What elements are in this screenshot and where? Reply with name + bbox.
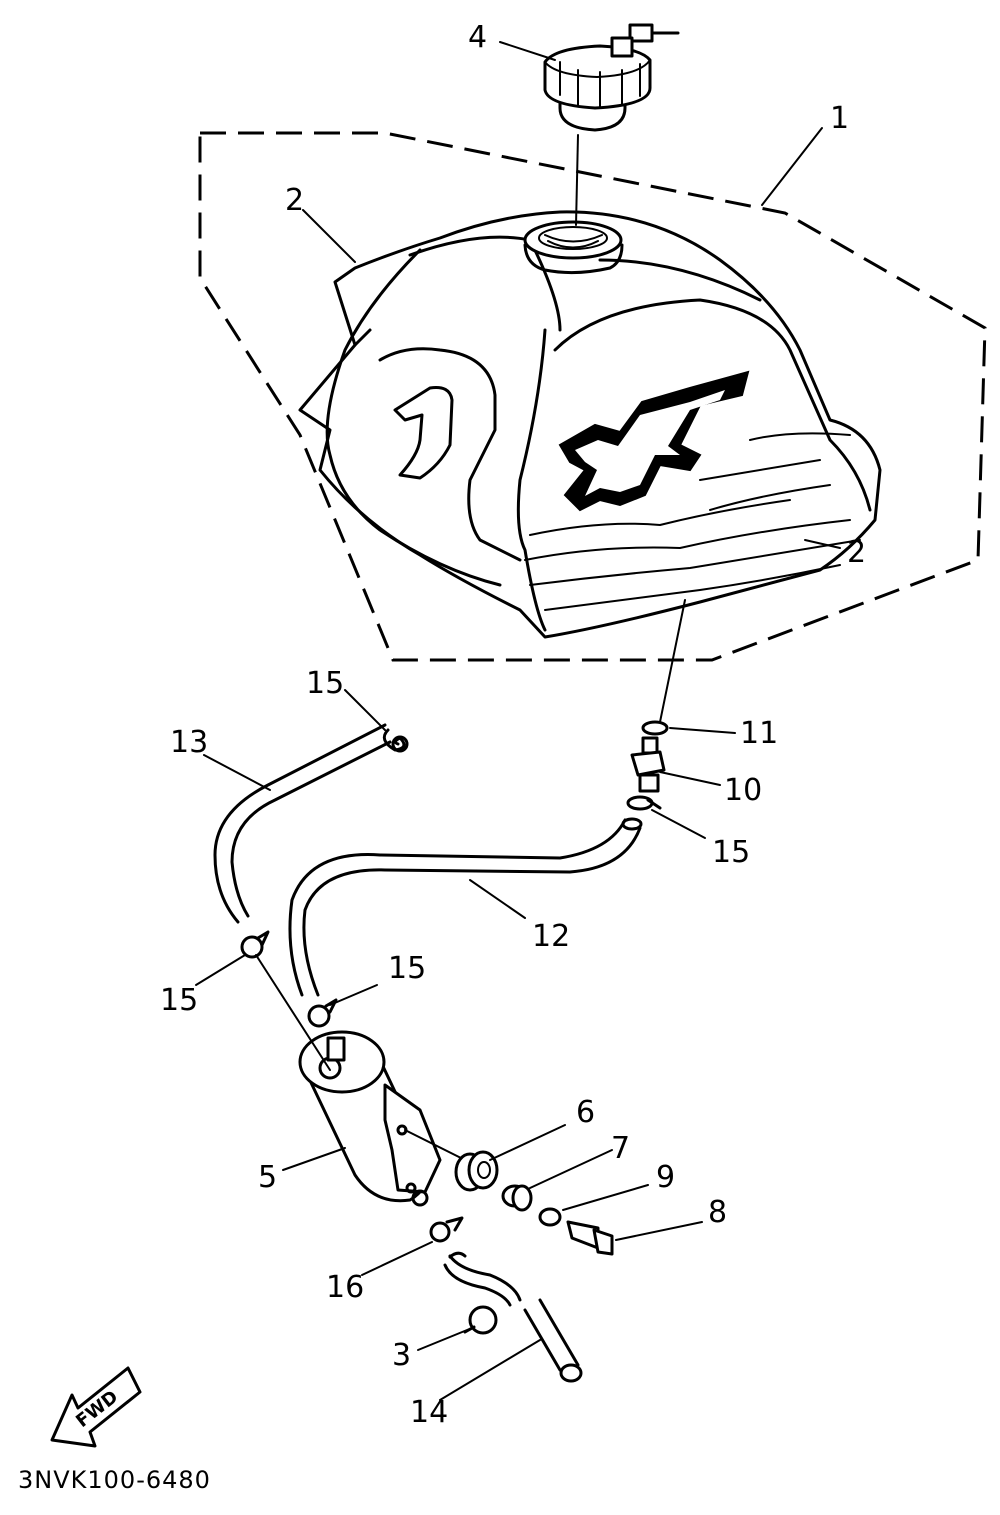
callout-8: 8	[708, 1195, 727, 1230]
drawing-code: 3NVK100-6480	[18, 1466, 211, 1494]
clip-16	[429, 1216, 464, 1243]
fuel-pump	[298, 1030, 442, 1207]
clip-middle	[307, 998, 338, 1028]
callout-9: 9	[656, 1160, 675, 1195]
callout-5: 5	[258, 1160, 277, 1195]
callout-14: 14	[410, 1395, 448, 1430]
callout-3: 3	[392, 1338, 411, 1373]
damper	[454, 1150, 499, 1192]
callout-15-top: 15	[306, 666, 344, 701]
callout-7: 7	[611, 1131, 630, 1166]
fuel-cap	[543, 23, 680, 132]
callout-1: 1	[830, 101, 849, 136]
callout-6: 6	[576, 1095, 595, 1130]
fuel-cock	[630, 736, 666, 793]
callout-15-right: 15	[712, 835, 750, 870]
clip-top	[382, 728, 409, 753]
callout-13: 13	[170, 725, 208, 760]
callout-16: 16	[326, 1270, 364, 1305]
callout-leaders	[195, 41, 841, 1401]
gasket	[641, 720, 669, 736]
washer	[538, 1207, 562, 1227]
callout-15-middle: 15	[388, 951, 426, 986]
collar	[501, 1184, 533, 1212]
callout-4: 4	[468, 20, 487, 55]
assembly-boundary	[198, 131, 987, 662]
callout-2-right: 2	[847, 535, 866, 570]
leader-cap	[575, 134, 579, 226]
forward-arrow-icon: FWD	[50, 1366, 142, 1448]
callout-15-left: 15	[160, 983, 198, 1018]
bolt	[566, 1220, 614, 1256]
fuel-hose-upper	[288, 818, 642, 997]
clip-left	[240, 930, 270, 959]
fuel-hose-lower	[443, 1251, 583, 1383]
callout-11: 11	[740, 716, 778, 751]
fuel-tank	[298, 210, 882, 639]
callout-10: 10	[724, 773, 762, 808]
leader-tank-to-cock	[659, 599, 686, 723]
vent-hose	[213, 723, 392, 924]
clip-right	[626, 795, 662, 811]
callout-12: 12	[532, 919, 570, 954]
callout-2-left: 2	[285, 183, 304, 218]
